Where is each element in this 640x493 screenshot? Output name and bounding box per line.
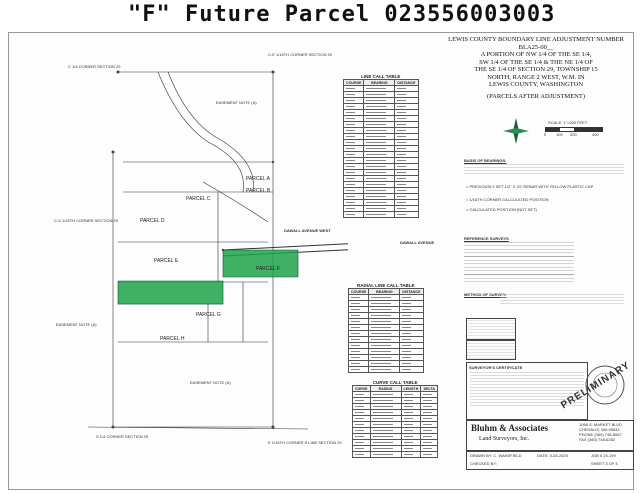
surveyors-certificate-heading: SURVEYOR'S CERTIFICATE [469,365,523,370]
title-subtitle: (PARCELS AFTER ADJUSTMENT) [487,92,585,100]
reference-surveys-heading: REFERENCE SURVEYS [464,236,509,241]
table-row [347,366,424,373]
basis-text-block [464,164,624,174]
parcel-c-label: PARCEL C [186,196,211,202]
corner-label-s: E 1/16TH CORNER S LINE SECTION 29 [268,440,342,445]
company-address-3: PHONE (360) 748-8557 [579,432,622,437]
parcel-f-label: PARCEL F [256,266,280,272]
easement-note-2: EASEMENT NOTE (A) [56,322,97,327]
company-subtitle: Land Surveyors, Inc. [479,436,530,442]
date-field: DATE: 3-28-2025 [537,453,568,458]
road-label: DAWALL AVENUE WEST [284,228,331,233]
table-cell [400,451,422,458]
company-address-2: CHEHALIS, WA 98532 [579,427,620,432]
reference-surveys-list [464,242,574,282]
table-cell [368,366,401,373]
radial-line-call-table: RADIAL LINE CALL TABLE COURSE BEARING DI… [347,283,424,373]
legend-item-calc: = CALCULATED POSITION (NOT SET) [466,207,537,212]
corner-label-nw: C 1/4 CORNER SECTION 29 [68,64,121,69]
table-row [342,211,419,218]
road-label-side: DAWALL AVENUE [400,240,435,245]
company-name: Bluhm & Associates [471,423,549,433]
table-cell [399,366,424,373]
title-line-2: SW 1/4 OF THE SE 1/4 & THE NE 1/4 OF [479,58,593,66]
company-address-4: FAX (360) 748-6282 [579,437,616,442]
table-cell [342,211,365,218]
certificate-text [470,372,584,406]
table-cell [394,211,419,218]
scale-label: SCALE: 1"=200 FEET [548,120,588,125]
corner-label-w: C-S 1/16TH CORNER SECTION 29 [54,218,119,223]
parcel-a-label: PARCEL A [246,176,270,182]
drawn-by: DRAWN BY: C. WAKEFIELD [470,453,522,458]
handwritten-title: "F" Future Parcel 023556003003 [128,2,556,27]
survey-map [87,70,348,430]
company-address-1: 1068 S. MARKET BLVD. [579,422,623,427]
scale-bar [545,127,603,132]
radial-table-title: RADIAL LINE CALL TABLE [357,283,415,288]
checked-by: CHECKED BY: [470,461,497,466]
scale-tick-0: 0 [544,132,547,137]
sheet-number: SHEET 3 OF 4 [591,461,618,466]
title-block: LEWIS COUNTY BOUNDARY LINE ADJUSTMENT NU… [440,36,632,100]
parcel-h-label: PARCEL H [160,336,185,342]
drawing-info-block: DRAWN BY: C. WAKEFIELD CHECKED BY: DATE:… [466,450,634,470]
north-arrow-icon [503,118,529,144]
table-cell [347,366,370,373]
surveyor-seal-icon [585,365,625,405]
parcel-b-label: PARCEL B [246,188,271,194]
approval-box-1 [466,318,516,340]
line-call-table-title: LINE CALL TABLE [361,74,401,79]
corner-label-sw: S 1/4 CORNER SECTION 29 [96,434,149,439]
parcel-e-label: PARCEL E [154,258,179,264]
title-line-5: LEWIS COUNTY, WASHINGTON [488,81,584,88]
method-of-survey-heading: METHOD OF SURVEY: [464,292,507,297]
title-heading: LEWIS COUNTY BOUNDARY LINE ADJUSTMENT NU… [448,36,624,51]
line-call-table: LINE CALL TABLE COURSE BEARING DISTANCE [342,74,419,218]
scale-tick-400: 400 [592,132,599,137]
curve-table-title: CURVE CALL TABLE [372,380,418,385]
curve-call-table: CURVE CALL TABLE CURVE RADIUS LENGTH DEL… [352,380,439,458]
title-line-3: THE SE 1/4 OF SECTION 29, TOWNSHIP 15 [474,66,598,73]
legend-item-rebar: = PREVIOUSLY SET 1/2" X 24" REBAR WITH Y… [466,184,594,189]
table-cell [369,451,402,458]
job-number: JOB # 24-199 [591,453,616,458]
scale-tick-100: 100 [556,132,563,137]
scale-tick-200: 200 [570,132,577,137]
title-line-1: A PORTION OF NW 1/4 OF THE SE 1/4, [480,51,592,58]
approval-box-2 [466,340,516,360]
surveyors-certificate-box: SURVEYOR'S CERTIFICATE [466,362,588,420]
table-cell [363,211,396,218]
method-text-block [500,292,624,304]
easement-note-1: EASEMENT NOTE (A) [216,100,257,105]
table-row [352,451,439,458]
table-cell [420,451,439,458]
corner-label-ne: C-E 1/16TH CORNER SECTION 29 [268,52,333,57]
parcel-d-label: PARCEL D [140,218,165,224]
easement-note-3: EASEMENT NOTE (A) [190,380,231,385]
company-block: Bluhm & Associates Land Surveyors, Inc. … [466,420,634,452]
table-row [352,427,439,434]
legend-item-corner: = 1/16TH CORNER CALCULATED POSITION [466,197,549,202]
title-line-4: NORTH, RANGE 2 WEST, W.M. IN [487,73,585,81]
basis-of-bearings-heading: BASIS OF BEARINGS: [464,158,507,163]
table-cell [352,451,371,458]
parcel-g-label: PARCEL G [196,312,221,318]
